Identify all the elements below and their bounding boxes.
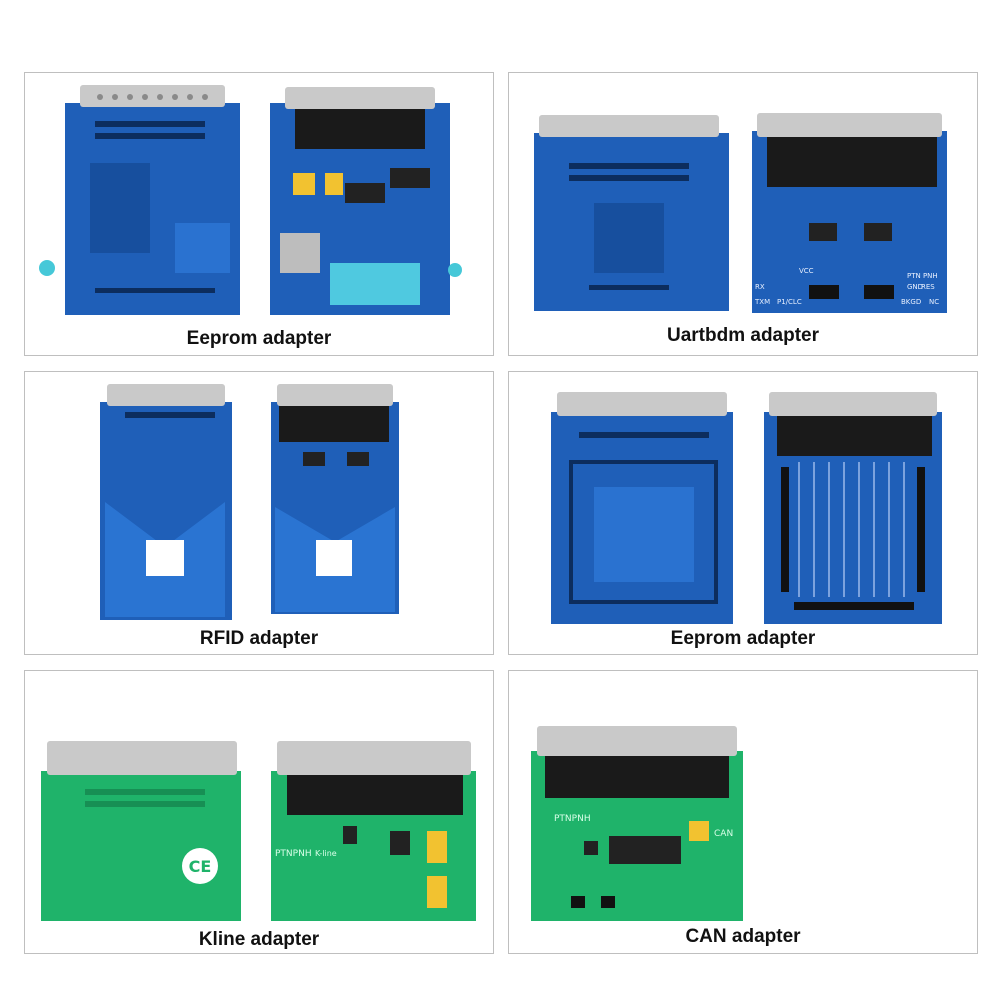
silk-brand: PTNPNH	[275, 849, 312, 859]
panel-caption: CAN adapter	[685, 926, 801, 947]
silk-vcc: VCC	[799, 267, 814, 275]
db25-connector	[285, 87, 435, 109]
db25-connector	[47, 741, 237, 775]
silk-bkgd: BKGD	[901, 298, 921, 306]
silk-gnd: GND	[907, 283, 923, 291]
silk-rx: RX	[755, 283, 765, 291]
silk-brand: PTNPNH	[554, 814, 591, 824]
db25-connector	[757, 113, 942, 137]
uartbdm-adapter-photo: RX TXM P1/CLC VCC GND BKGD NC RES PTN PN…	[534, 113, 947, 313]
db25-connector	[107, 384, 225, 406]
panel-rfid-adapter: RFID adapter	[24, 371, 494, 655]
cable-end	[39, 260, 55, 276]
silk-p1clc: P1/CLC	[777, 298, 802, 306]
silk-res: RES	[921, 283, 935, 291]
db25-connector	[557, 392, 727, 416]
panel-caption: Kline adapter	[198, 929, 320, 950]
rfid-window	[316, 540, 352, 576]
panel-eeprom-adapter-2: Eeprom adapter	[508, 371, 978, 655]
ic-chip	[609, 836, 681, 864]
silk-txm: TXM	[754, 298, 770, 306]
eeprom-adapter-photo-2	[551, 392, 942, 624]
silk-nc: NC	[929, 298, 939, 306]
panel-caption: Uartbdm adapter	[666, 325, 820, 346]
zif-socket	[330, 263, 420, 305]
panel-kline-adapter: CE PTNPNH K-line Kline adapter	[24, 670, 494, 954]
silk-can: CAN	[714, 829, 733, 839]
db25-connector	[769, 392, 937, 416]
can-adapter-photo: PTNPNH CAN	[531, 726, 743, 921]
db25-connector	[539, 115, 719, 137]
panel-eeprom-adapter-1: Eeprom adapter	[24, 72, 494, 356]
panel-caption: RFID adapter	[199, 628, 319, 649]
silk-kline: K-line	[315, 849, 337, 858]
silk-ptnpnh: PTN PNH	[907, 272, 938, 280]
panel-caption: Eeprom adapter	[670, 628, 816, 649]
db25-connector	[537, 726, 737, 756]
panel-uartbdm-adapter: RX TXM P1/CLC VCC GND BKGD NC RES PTN PN…	[508, 72, 978, 356]
db25-connector	[277, 741, 471, 775]
eeprom-adapter-photo-1	[39, 85, 462, 315]
panel-caption: Eeprom adapter	[186, 328, 332, 349]
rfid-adapter-photo	[100, 384, 399, 620]
panel-can-adapter: PTNPNH CAN CAN adapter	[508, 670, 978, 954]
pcb-board	[41, 771, 241, 921]
ce-mark	[182, 848, 218, 884]
db25-connector	[277, 384, 393, 406]
db25-connector	[80, 85, 225, 107]
kline-adapter-photo: CE PTNPNH K-line	[41, 741, 476, 921]
svg-text:CE: CE	[189, 857, 212, 876]
rfid-window	[146, 540, 184, 576]
